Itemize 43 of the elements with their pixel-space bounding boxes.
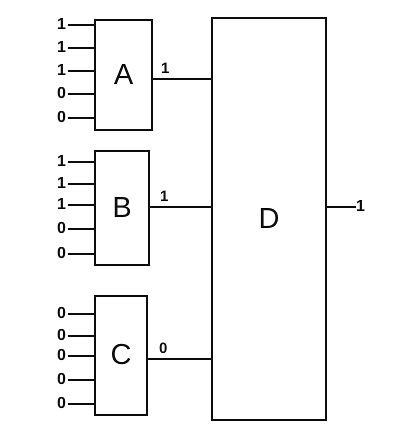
wire	[68, 335, 94, 337]
wire	[68, 379, 94, 381]
logic-block	[94, 19, 153, 131]
wire	[68, 204, 94, 206]
input-value: 0	[57, 347, 66, 365]
wire	[68, 313, 94, 315]
input-value: 1	[57, 16, 66, 34]
wire	[68, 355, 94, 357]
wire	[68, 93, 94, 95]
input-value: 0	[57, 327, 66, 345]
logic-block	[211, 17, 327, 421]
block-label: B	[112, 194, 132, 222]
block-label: D	[258, 204, 280, 234]
input-value: 1	[57, 196, 66, 214]
wire	[68, 161, 94, 163]
wire	[68, 47, 94, 49]
wire	[327, 206, 356, 208]
logic-block	[94, 150, 150, 266]
wire	[148, 358, 211, 360]
wire	[150, 206, 211, 208]
logic-block	[94, 295, 148, 416]
input-value: 1	[57, 39, 66, 57]
wire	[68, 70, 94, 72]
input-value: 0	[57, 85, 66, 103]
input-value: 0	[57, 395, 66, 413]
wire	[68, 403, 94, 405]
input-value: 0	[57, 245, 66, 263]
block-label: A	[114, 60, 134, 90]
wire	[68, 183, 94, 185]
input-value: 1	[57, 62, 66, 80]
input-value: 0	[57, 109, 66, 127]
input-value: 0	[57, 220, 66, 238]
input-value: 0	[57, 371, 66, 389]
wire	[153, 78, 211, 80]
wire	[68, 24, 94, 26]
input-value: 0	[57, 305, 66, 323]
wire	[68, 228, 94, 230]
input-value: 1	[57, 153, 66, 171]
input-value: 1	[57, 175, 66, 193]
block-label: C	[110, 341, 132, 370]
wire	[68, 253, 94, 255]
wire	[68, 117, 94, 119]
output-value: 1	[356, 198, 365, 216]
